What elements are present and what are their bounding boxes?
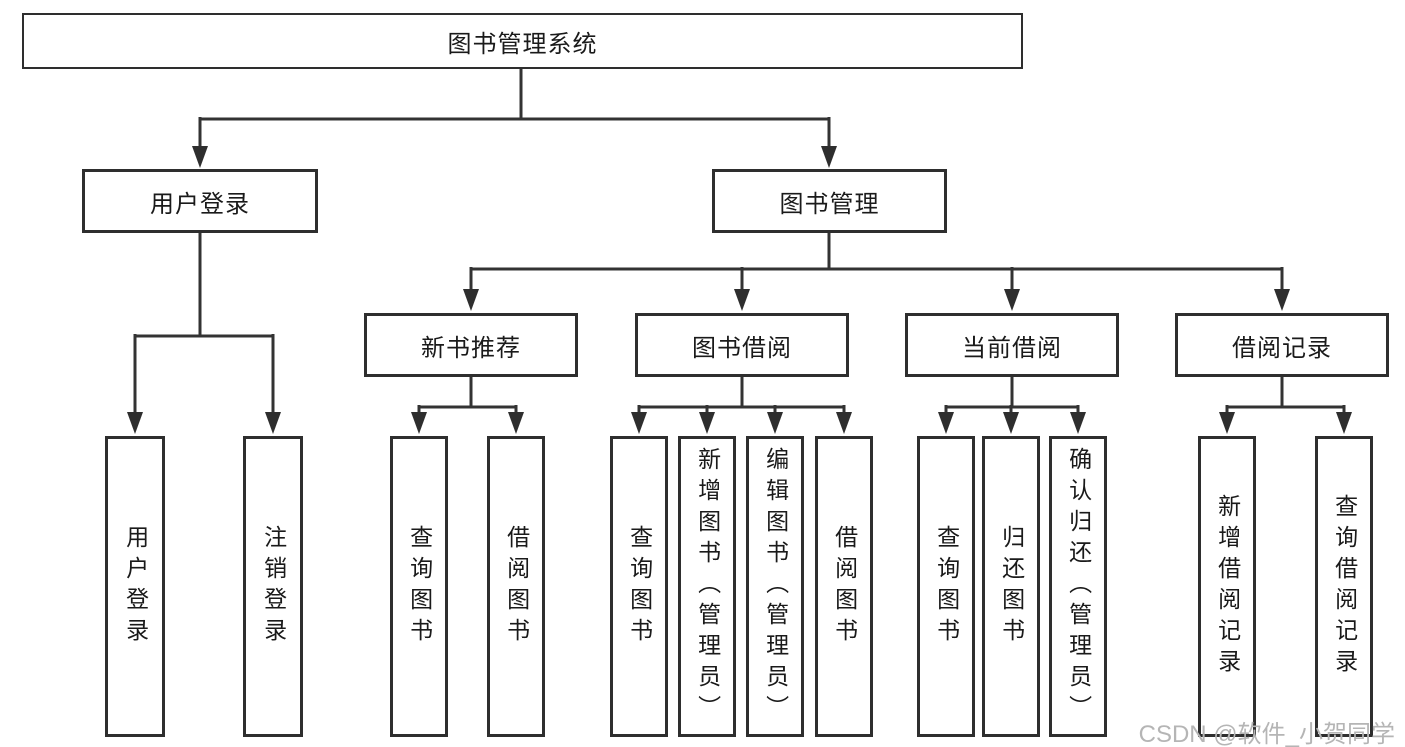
node-label: 图书管理 bbox=[779, 190, 880, 218]
leaf-add-books-admin: 新增图书（管理员） bbox=[678, 436, 736, 737]
node-label: 图书借阅 bbox=[692, 334, 792, 362]
node-system-root: 图书管理系统 bbox=[22, 13, 1023, 69]
node-user-login: 用户登录 bbox=[82, 169, 318, 233]
node-label: 编辑图书（管理员） bbox=[762, 447, 789, 726]
connector-book-mgmt-to-level3 bbox=[463, 231, 1290, 311]
node-book-borrow: 图书借阅 bbox=[635, 313, 849, 377]
connector-current-borrow-children bbox=[938, 375, 1086, 434]
node-label: 用户登录 bbox=[122, 524, 149, 649]
node-label: 确认归还（管理员） bbox=[1065, 447, 1092, 726]
leaf-borrow-books: 借阅图书 bbox=[815, 436, 873, 737]
node-book-management: 图书管理 bbox=[712, 169, 947, 233]
node-label: 借阅图书 bbox=[831, 524, 858, 649]
node-label: 新增图书（管理员） bbox=[694, 447, 721, 726]
leaf-query-books-recommend: 查询图书 bbox=[390, 436, 448, 737]
leaf-edit-books-admin: 编辑图书（管理员） bbox=[746, 436, 804, 737]
connector-new-book-children bbox=[411, 375, 524, 434]
node-current-borrow: 当前借阅 bbox=[905, 313, 1119, 377]
leaf-logout: 注销登录 bbox=[243, 436, 303, 737]
node-label: 借阅图书 bbox=[503, 524, 530, 649]
node-label: 查询借阅记录 bbox=[1331, 493, 1358, 680]
node-label: 用户登录 bbox=[150, 190, 250, 218]
node-label: 注销登录 bbox=[260, 524, 287, 649]
leaf-query-books-current: 查询图书 bbox=[917, 436, 975, 737]
node-label: 归还图书 bbox=[998, 524, 1025, 649]
node-new-book-recommend: 新书推荐 bbox=[364, 313, 578, 377]
node-label: 新书推荐 bbox=[421, 334, 521, 362]
node-label: 查询图书 bbox=[406, 524, 433, 649]
node-label: 查询图书 bbox=[933, 524, 960, 649]
connector-book-borrow-children bbox=[631, 375, 852, 434]
node-label: 图书管理系统 bbox=[447, 30, 598, 58]
watermark: CSDN @软件_小贺同学 bbox=[1138, 721, 1395, 747]
connector-root-to-level2 bbox=[192, 67, 837, 168]
leaf-borrow-books-recommend: 借阅图书 bbox=[487, 436, 545, 737]
node-label: 当前借阅 bbox=[962, 334, 1062, 362]
node-label: 查询图书 bbox=[626, 524, 653, 649]
leaf-user-login: 用户登录 bbox=[105, 436, 165, 737]
node-borrow-records: 借阅记录 bbox=[1175, 313, 1389, 377]
connector-borrow-records-children bbox=[1219, 375, 1352, 434]
leaf-return-books: 归还图书 bbox=[982, 436, 1040, 737]
node-label: 新增借阅记录 bbox=[1214, 493, 1241, 680]
leaf-query-borrow-record: 查询借阅记录 bbox=[1315, 436, 1373, 737]
leaf-confirm-return-admin: 确认归还（管理员） bbox=[1049, 436, 1107, 737]
node-label: 借阅记录 bbox=[1232, 334, 1332, 362]
leaf-query-books-borrow: 查询图书 bbox=[610, 436, 668, 737]
leaf-add-borrow-record: 新增借阅记录 bbox=[1198, 436, 1256, 737]
connector-user-login-children bbox=[127, 231, 281, 434]
